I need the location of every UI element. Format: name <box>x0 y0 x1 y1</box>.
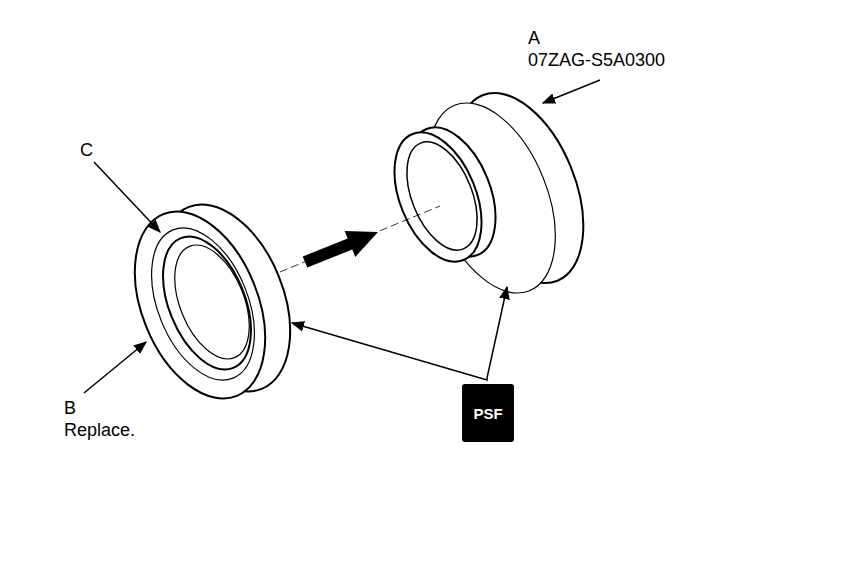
seal-driver-tool <box>377 75 608 312</box>
leader-lines <box>84 80 600 393</box>
install-direction-arrow <box>303 231 378 267</box>
part-letter: B <box>64 398 76 418</box>
icon-text: PSF <box>473 405 502 422</box>
center-line <box>280 206 440 272</box>
fluid-icon: PSF <box>462 384 514 442</box>
part-letter: C <box>80 140 93 160</box>
tool-number: 07ZAG-S5A0300 <box>528 50 665 70</box>
note-text: Replace. <box>64 420 135 440</box>
part-letter: A <box>528 28 540 48</box>
oil-seal <box>110 185 316 417</box>
